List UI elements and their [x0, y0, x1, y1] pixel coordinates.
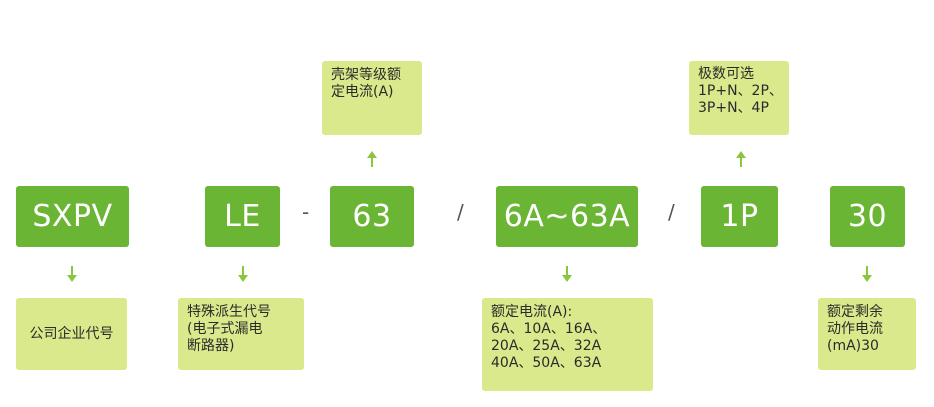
code-frame: 63: [330, 186, 414, 247]
frame-note-line: 壳架等级额: [331, 67, 401, 83]
residual-note-line: 额定剩余: [827, 304, 883, 320]
type-note-line: 特殊派生代号: [187, 304, 271, 320]
poles-note-line: 1P+N、2P、: [698, 83, 783, 99]
separator-dash: -: [302, 200, 310, 224]
arrow-down-icon: [67, 266, 77, 282]
type-note-line: (电子式漏电: [187, 321, 263, 337]
series-note-line: 公司企业代号: [29, 325, 114, 342]
code-series: SXPV: [16, 186, 129, 247]
code-poles: 1P: [701, 186, 778, 247]
code-residual: 30: [830, 186, 905, 247]
arrow-up-icon: [367, 151, 377, 167]
poles-note-line: 极数可选: [698, 66, 754, 82]
arrow-down-icon: [862, 266, 872, 282]
poles-note: 极数可选 1P+N、2P、 3P+N、4P: [689, 61, 789, 135]
arrow-up-icon: [736, 151, 746, 167]
residual-note: 额定剩余 动作电流 (mA)30: [818, 298, 916, 370]
series-note: 公司企业代号: [16, 298, 127, 370]
range-note-line: 额定电流(A):: [491, 304, 573, 320]
arrow-down-icon: [238, 266, 248, 282]
range-note: 额定电流(A): 6A、10A、16A、 20A、25A、32A 40A、50A…: [482, 298, 653, 391]
code-range: 6A~63A: [496, 186, 638, 247]
residual-note-line: (mA)30: [827, 338, 879, 354]
arrow-down-icon: [562, 266, 572, 282]
range-note-line: 20A、25A、32A: [491, 338, 602, 354]
range-note-line: 6A、10A、16A、: [491, 321, 607, 337]
separator-slash: /: [457, 200, 464, 224]
frame-note: 壳架等级额 定电流(A): [322, 61, 422, 135]
poles-note-line: 3P+N、4P: [698, 100, 769, 116]
range-note-line: 40A、50A、63A: [491, 355, 602, 371]
type-note-line: 断路器): [187, 338, 235, 354]
code-type: LE: [205, 186, 280, 247]
type-note: 特殊派生代号 (电子式漏电 断路器): [178, 298, 304, 370]
frame-note-line: 定电流(A): [331, 84, 394, 100]
residual-note-line: 动作电流: [827, 321, 883, 337]
separator-slash: /: [668, 200, 675, 224]
